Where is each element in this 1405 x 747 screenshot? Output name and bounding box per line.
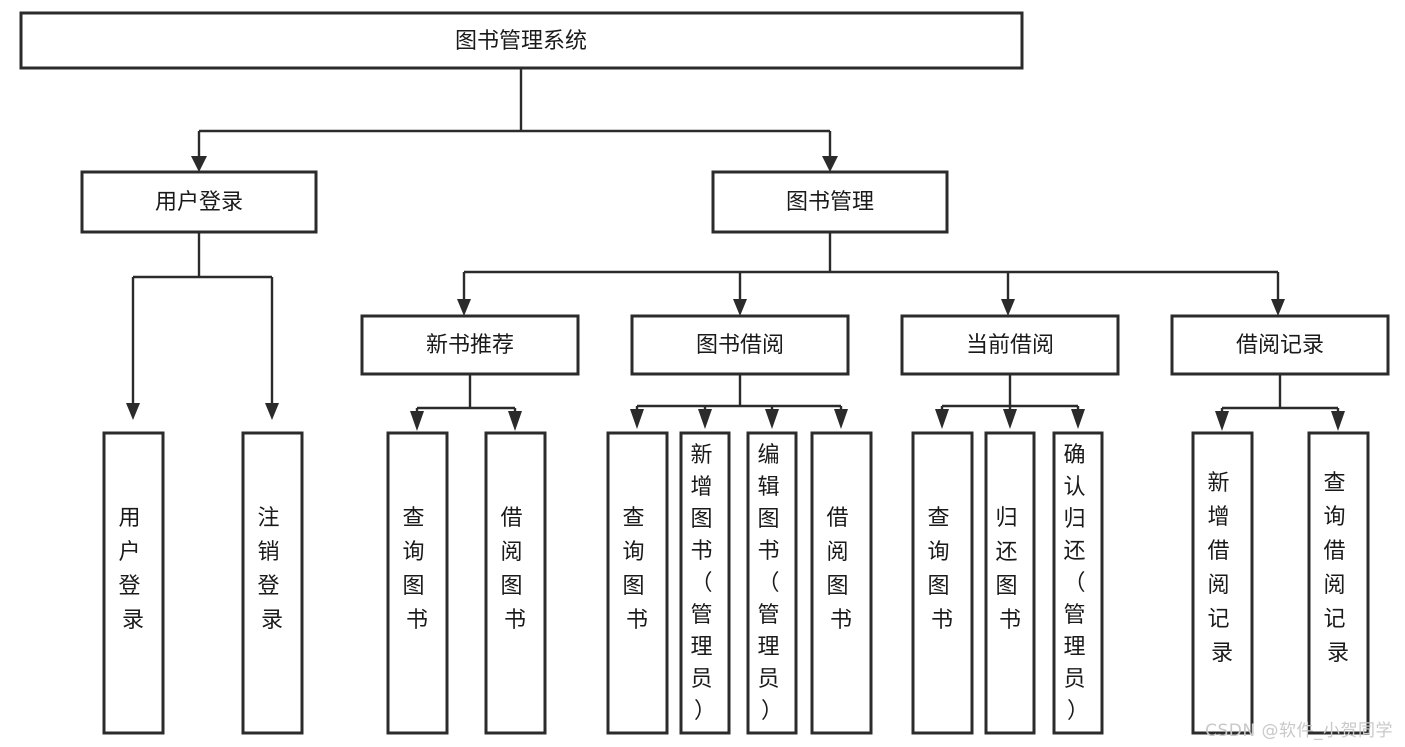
connector-group-book-borrow-to-leaves: [630, 374, 848, 429]
connector-group-user-login-to-leaves: [126, 232, 279, 420]
arrow-head-borrow-record: [1271, 299, 1285, 316]
leaf-add-record-box[interactable]: [1191, 431, 1254, 735]
node-user-login-box[interactable]: [80, 170, 318, 234]
leaf-query-book-a[interactable]: 查 询 图 书: [386, 431, 449, 735]
node-current-borrow-box[interactable]: [900, 314, 1120, 376]
leaf-borrow-book-a-box[interactable]: [484, 431, 547, 735]
leaf-add-book-label: 新 增 图 书 （ 管 理 员 ）: [690, 443, 719, 724]
leaf-user-login-label: 用 户 登 录: [118, 506, 147, 633]
node-book-borrow-label: 图书借阅: [696, 333, 784, 358]
leaf-query-record[interactable]: 查 询 借 阅 记 录: [1307, 431, 1370, 735]
arrow-head-new-book-rec: [457, 299, 471, 316]
connector-group-book-manage-to-level3: [457, 232, 1285, 316]
leaf-user-login[interactable]: 用 户 登 录: [102, 431, 165, 735]
leaf-edit-book[interactable]: 编 辑 图 书 （ 管 理 员 ）: [746, 431, 798, 735]
leaf-add-record[interactable]: 新 增 借 阅 记 录: [1191, 431, 1254, 735]
node-user-login[interactable]: 用户登录: [80, 170, 318, 234]
arrow-head-book-borrow: [733, 299, 747, 316]
node-new-book-recommend[interactable]: 新书推荐: [360, 314, 580, 376]
node-new-book-recommend-label: 新书推荐: [426, 333, 514, 358]
leaf-return-book-label: 归 还 图 书: [995, 506, 1024, 633]
leaf-query-record-box[interactable]: [1307, 431, 1370, 735]
arrow-head-user-login: [191, 156, 207, 172]
arrow-head-leaf-query-book-b: [630, 409, 644, 429]
node-book-manage-label: 图书管理: [786, 190, 874, 215]
leaf-add-book[interactable]: 新 增 图 书 （ 管 理 员 ）: [679, 431, 731, 735]
leaf-confirm-return-box[interactable]: [1052, 431, 1104, 735]
node-borrow-record-box[interactable]: [1170, 314, 1390, 376]
arrow-head-leaf-query-book-a: [410, 411, 424, 431]
node-root-label: 图书管理系统: [455, 29, 587, 54]
node-root[interactable]: 图书管理系统: [19, 11, 1024, 70]
leaf-edit-book-label: 编 辑 图 书 （ 管 理 员 ）: [757, 443, 786, 724]
arrow-head-book-manage: [822, 156, 838, 172]
node-book-manage[interactable]: 图书管理: [711, 170, 949, 234]
leaf-query-book-a-label: 查 询 图 书: [402, 506, 431, 633]
node-current-borrow-label: 当前借阅: [966, 333, 1054, 358]
node-new-book-recommend-box[interactable]: [360, 314, 580, 376]
node-user-login-label: 用户登录: [155, 190, 243, 215]
leaf-borrow-book-b-label: 借 阅 图 书: [826, 506, 855, 633]
leaf-edit-book-box[interactable]: [746, 431, 798, 735]
node-book-manage-box[interactable]: [711, 170, 949, 234]
leaf-borrow-book-b[interactable]: 借 阅 图 书: [810, 431, 873, 735]
arrow-head-leaf-return-book: [1003, 409, 1017, 429]
node-book-borrow[interactable]: 图书借阅: [630, 314, 850, 376]
leaf-return-book[interactable]: 归 还 图 书: [984, 431, 1036, 735]
leaf-logout-box[interactable]: [241, 431, 304, 735]
arrow-head-leaf-edit-book: [765, 409, 779, 429]
connector-group-current-borrow-to-leaves: [935, 374, 1085, 429]
leaf-query-book-a-box[interactable]: [386, 431, 449, 735]
leaf-query-book-c[interactable]: 查 询 图 书: [911, 431, 974, 735]
leaf-confirm-return-label: 确 认 归 还 （ 管 理 员 ）: [1063, 443, 1092, 724]
node-root-box[interactable]: [19, 11, 1024, 70]
leaf-logout[interactable]: 注 销 登 录: [241, 431, 304, 735]
leaf-return-book-box[interactable]: [984, 431, 1036, 735]
arrow-head-leaf-borrow-book-b: [834, 409, 848, 429]
arrow-head-leaf-confirm-return: [1071, 409, 1085, 429]
node-book-borrow-box[interactable]: [630, 314, 850, 376]
connector-group-root-to-level2: [191, 68, 838, 172]
arrow-head-leaf-logout: [265, 403, 279, 420]
leaf-confirm-return[interactable]: 确 认 归 还 （ 管 理 员 ）: [1052, 431, 1104, 735]
arrow-head-leaf-query-book-c: [935, 409, 949, 429]
leaf-borrow-book-a[interactable]: 借 阅 图 书: [484, 431, 547, 735]
leaf-borrow-book-a-label: 借 阅 图 书: [500, 506, 529, 633]
leaf-user-login-box[interactable]: [102, 431, 165, 735]
csdn-watermark: CSDN @软件_小贺同学: [1205, 721, 1393, 741]
arrow-head-current-borrow: [1001, 299, 1015, 316]
node-current-borrow[interactable]: 当前借阅: [900, 314, 1120, 376]
connector-group-borrow-record-to-leaves: [1215, 374, 1345, 431]
arrow-head-leaf-user-login: [126, 403, 140, 420]
leaf-query-record-label: 查 询 借 阅 记 录: [1323, 471, 1352, 666]
node-borrow-record-label: 借阅记录: [1236, 333, 1324, 358]
node-borrow-record[interactable]: 借阅记录: [1170, 314, 1390, 376]
arrow-head-leaf-borrow-book-a: [508, 411, 522, 431]
leaf-query-book-c-box[interactable]: [911, 431, 974, 735]
connector-group-new-book-rec-to-leaves: [410, 374, 522, 431]
leaf-query-book-b-label: 查 询 图 书: [622, 506, 651, 633]
arrow-head-leaf-add-record: [1215, 411, 1229, 431]
leaf-add-book-box[interactable]: [679, 431, 731, 735]
arrow-head-leaf-query-record: [1331, 411, 1345, 431]
leaf-query-book-b[interactable]: 查 询 图 书: [606, 431, 669, 735]
leaf-query-book-c-label: 查 询 图 书: [927, 506, 956, 633]
arrow-head-leaf-add-book: [698, 409, 712, 429]
leaf-logout-label: 注 销 登 录: [257, 506, 286, 633]
leaf-borrow-book-b-box[interactable]: [810, 431, 873, 735]
leaf-query-book-b-box[interactable]: [606, 431, 669, 735]
leaf-add-record-label: 新 增 借 阅 记 录: [1207, 471, 1236, 666]
